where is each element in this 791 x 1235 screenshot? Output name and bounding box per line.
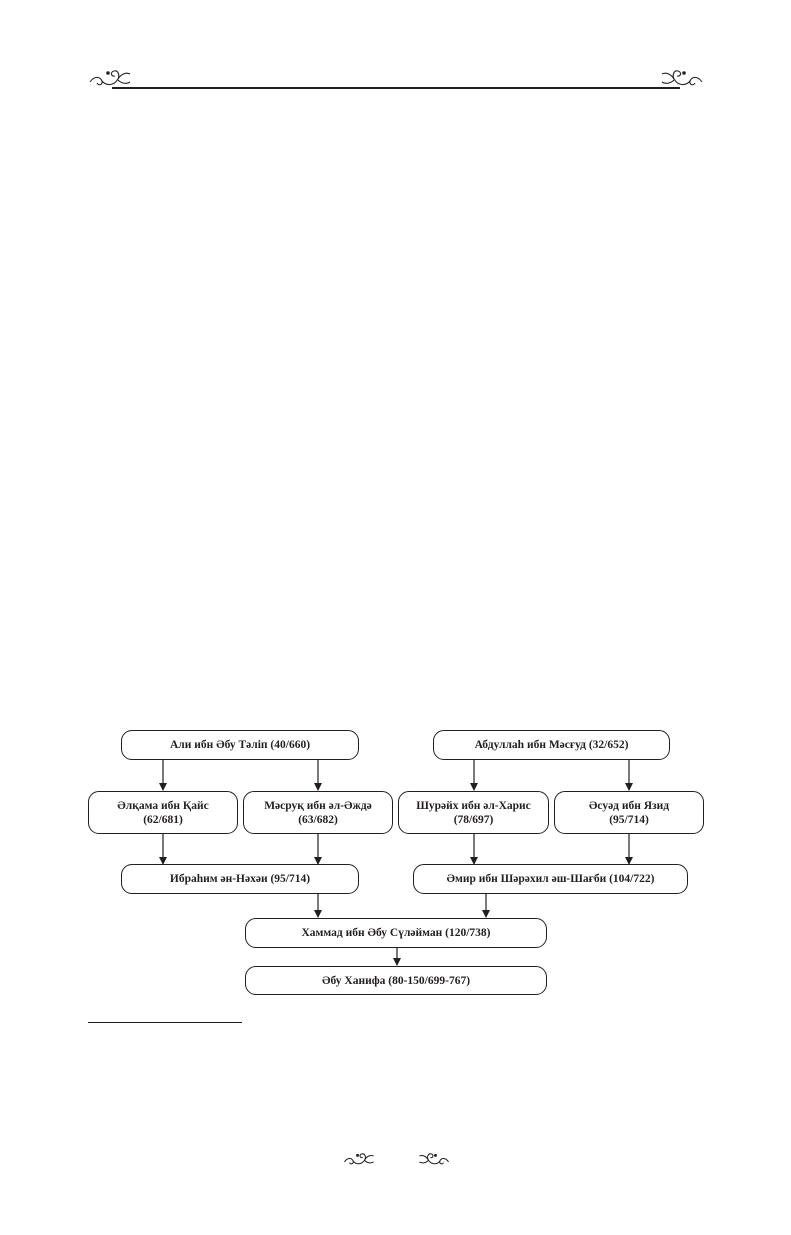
- footnote-separator: [88, 1022, 242, 1023]
- header-ornament-right: [661, 70, 703, 86]
- node-ibrahim: Ибраһим ән-Нәхәи (95/714): [121, 864, 359, 894]
- node-shurayh: Шурәйх ибн әл-Харис (78/697): [398, 791, 549, 834]
- node-abu-hanifa: Әбу Ханифа (80-150/699-767): [245, 966, 547, 995]
- node-abdullah: Абдуллаһ ибн Мәсғуд (32/652): [433, 730, 670, 760]
- footer-ornament-left: [344, 1153, 374, 1165]
- node-ali: Али ибн Әбу Тәліп (40/660): [121, 730, 359, 760]
- footer-ornament-right: [419, 1153, 449, 1165]
- node-hammad: Хаммад ибн Әбу Сүләйман (120/738): [245, 918, 547, 948]
- node-masruq: Мәсруқ ибн әл-Әждә (63/682): [243, 791, 393, 834]
- node-amir: Әмир ибн Шәрәхил әш-Шағби (104/722): [413, 864, 688, 894]
- node-aswad: Әсуәд ибн Язид (95/714): [554, 791, 704, 834]
- header-rule: [112, 87, 680, 89]
- node-alqama: Әлқама ибн Қайс (62/681): [88, 791, 238, 834]
- header-ornament-left: [89, 70, 131, 86]
